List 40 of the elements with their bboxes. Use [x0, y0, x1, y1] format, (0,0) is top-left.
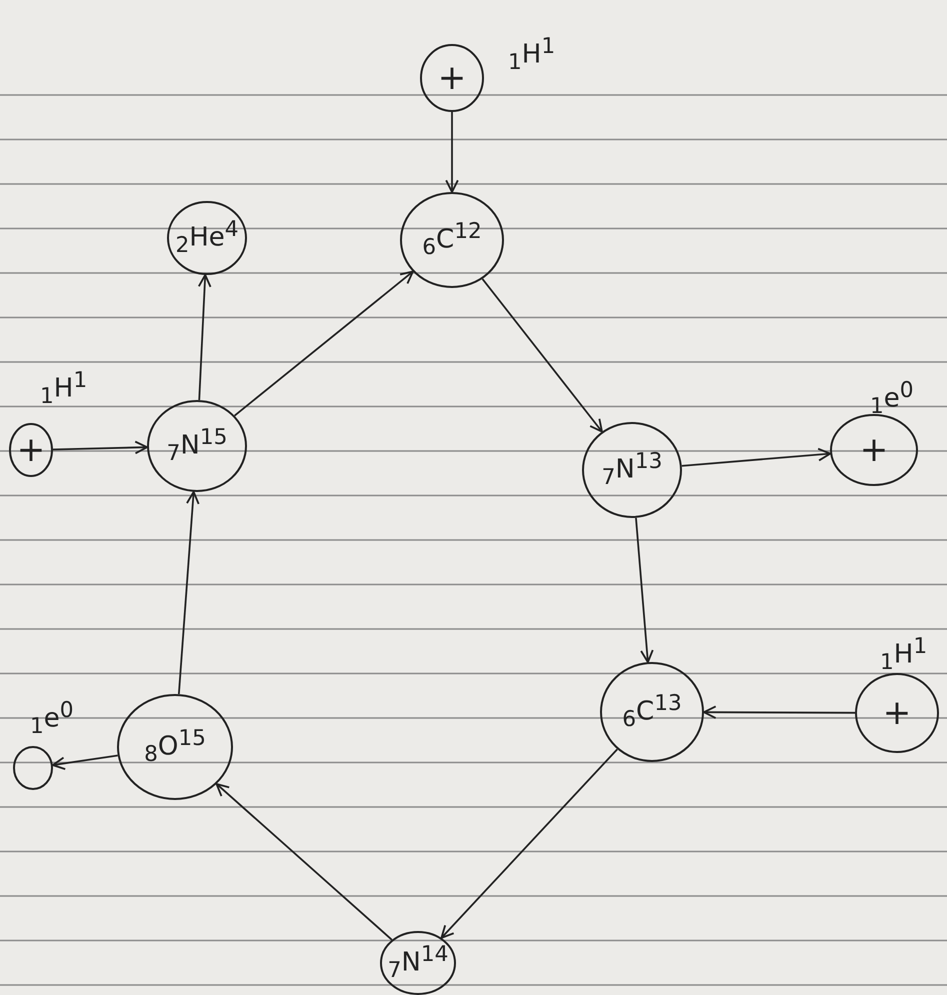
nucleus-circle: [147, 400, 247, 492]
arrow: [703, 706, 855, 720]
nucleus-circle: [167, 201, 247, 275]
arrow: [234, 270, 414, 416]
node-label: $_{7}$N$^{14}$: [388, 944, 448, 982]
nucleus-circle: [420, 44, 484, 112]
nucleus-circle: [600, 662, 704, 762]
arrow: [440, 748, 618, 939]
particle-label: $_{1}$H$^{1}$: [508, 36, 556, 74]
arrow: [482, 278, 603, 433]
arrow: [52, 754, 118, 770]
particle-label: $_{1}$H$^{1}$: [40, 370, 88, 408]
arrow: [178, 490, 200, 694]
node-label: $_{6}$C$^{12}$: [422, 221, 482, 259]
arrow: [216, 783, 392, 940]
node-label: $_{7}$N$^{15}$: [166, 427, 228, 465]
nucleus-circle: [380, 931, 456, 995]
node-label: $_{6}$C$^{13}$: [622, 693, 682, 731]
node-label: +: [882, 696, 912, 730]
node-label: $_{2}$He$^{4}$: [175, 219, 239, 257]
node-label: $_{8}$O$^{15}$: [144, 728, 206, 766]
particle-label: $_{1}$e$^{0}$: [870, 380, 914, 418]
arrow: [682, 448, 832, 467]
node-label: +: [438, 61, 466, 95]
arrow: [635, 518, 654, 664]
nucleus-circle: [855, 673, 939, 753]
nucleus-circle: [830, 414, 918, 486]
arrow: [52, 440, 148, 454]
particle-label: $_{1}$e$^{0}$: [30, 700, 74, 738]
nucleus-circle: [400, 192, 504, 288]
nucleus-circle: [117, 694, 233, 800]
node-label: +: [16, 433, 46, 467]
nucleus-circle: [582, 422, 682, 518]
circle: [13, 746, 53, 790]
nucleus-circle: [9, 423, 53, 477]
arrow: [445, 112, 459, 193]
node-label: $_{7}$N$^{13}$: [602, 451, 662, 489]
particle-label: $_{1}$H$^{1}$: [880, 636, 928, 674]
arrow: [198, 274, 212, 400]
node-label: +: [860, 433, 888, 467]
